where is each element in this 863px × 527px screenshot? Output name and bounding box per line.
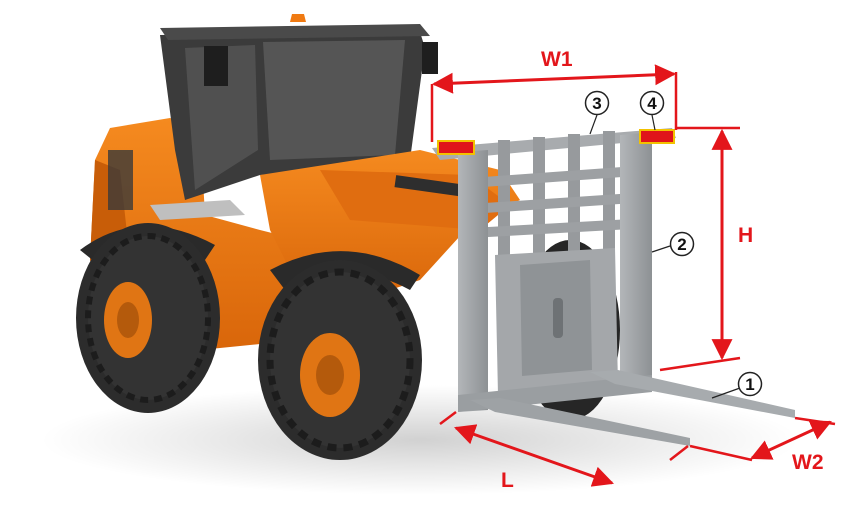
callout-4-circle xyxy=(639,90,665,116)
side-vent xyxy=(108,150,133,210)
carriage-slot xyxy=(553,298,563,338)
callout-2-circle xyxy=(669,231,695,257)
callout-1-number: 1 xyxy=(745,375,754,394)
l-label: L xyxy=(501,469,514,492)
callout-4-number: 4 xyxy=(647,94,657,113)
l-extension-left xyxy=(439,411,457,425)
callout-1-leader xyxy=(711,387,741,399)
l-extension-right xyxy=(669,445,689,461)
frame-right-upright xyxy=(620,132,652,388)
hydraulic-cylinder xyxy=(394,175,466,197)
w2-label: W2 xyxy=(792,451,824,474)
right-mirror xyxy=(422,42,438,74)
load-backrest xyxy=(432,128,676,280)
frame-left-upright xyxy=(458,150,488,412)
step-plate xyxy=(150,200,245,220)
w2-extension-left xyxy=(689,444,753,462)
callout-3-leader xyxy=(589,114,598,135)
w1-dimension-line xyxy=(431,64,677,94)
callouts: 3 4 2 1 xyxy=(584,90,763,399)
h-label: H xyxy=(738,224,753,247)
l-dimension-line xyxy=(454,424,614,487)
beacon-light xyxy=(290,14,306,22)
fork-attachment xyxy=(432,128,795,446)
cab-window-side xyxy=(185,45,258,190)
callout-4-leader xyxy=(651,114,656,131)
w2-dimension-line xyxy=(750,420,832,460)
front-wheel xyxy=(258,260,422,460)
fork-left xyxy=(470,398,690,446)
right-marker-light xyxy=(639,129,675,144)
fork-right xyxy=(590,370,795,418)
left-mirror xyxy=(204,46,228,86)
cab-roof xyxy=(160,24,430,40)
cab-window-front xyxy=(263,40,405,160)
h-extension-bottom xyxy=(659,356,741,372)
callout-2-leader xyxy=(651,245,671,253)
callout-3-number: 3 xyxy=(592,94,601,113)
dimension-lines xyxy=(430,64,836,487)
callout-3-circle xyxy=(584,90,610,116)
callout-1-circle xyxy=(737,371,763,397)
callout-2-number: 2 xyxy=(677,235,686,254)
left-marker-light xyxy=(437,140,475,155)
rear-wheel xyxy=(76,223,220,413)
w1-label: W1 xyxy=(541,48,573,71)
